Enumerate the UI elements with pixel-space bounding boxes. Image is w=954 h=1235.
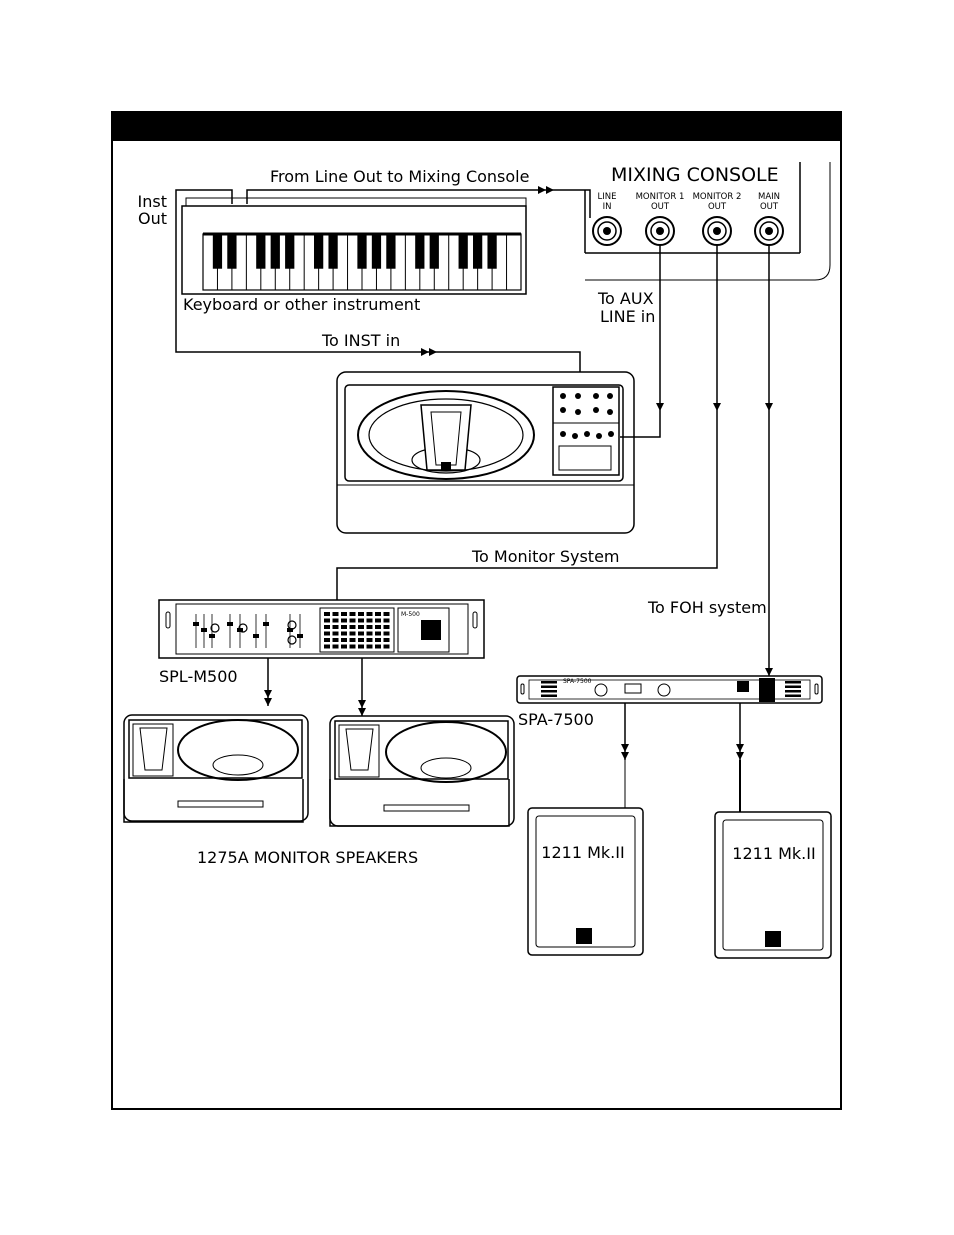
console-jack-monitor1-out: MONITOR 1 OUT <box>636 192 685 246</box>
to-inst-in-label: To INST in <box>321 331 400 350</box>
to-monitor-system-label: To Monitor System <box>471 547 620 566</box>
spl-m500-rack-unit: M-500 SPL-M500 <box>158 599 485 716</box>
monitor-wedge-right <box>329 715 515 827</box>
svg-text:MAIN: MAIN <box>758 192 780 202</box>
mixing-console-title: MIXING CONSOLE <box>611 164 779 186</box>
monitor-speakers-label: 1275A MONITOR SPEAKERS <box>197 848 418 867</box>
combo-amplifier <box>336 371 635 534</box>
cable-monitor1-to-aux: To AUX LINE in <box>597 245 664 438</box>
spl-m500-label: SPL-M500 <box>159 667 238 686</box>
svg-text:OUT: OUT <box>708 202 727 212</box>
svg-text:MONITOR 2: MONITOR 2 <box>693 192 742 202</box>
svg-text:MONITOR 1: MONITOR 1 <box>636 192 685 202</box>
svg-text:OUT: OUT <box>651 202 670 212</box>
to-foh-label: To FOH system <box>647 598 767 617</box>
foh-speaker-right: 1211 Mk.II <box>714 811 832 959</box>
cable-main-out-to-foh: To FOH system <box>647 245 773 676</box>
to-aux-label-line1: To AUX <box>597 289 654 308</box>
spa-7500-badge: SPA-7500 <box>563 678 592 685</box>
console-jack-main-out: MAIN OUT <box>754 192 784 246</box>
console-jack-monitor2-out: MONITOR 2 OUT <box>693 192 742 246</box>
line-out-label: From Line Out to Mixing Console <box>270 167 529 186</box>
keyboard-label: Keyboard or other instrument <box>183 295 420 314</box>
speaker-right-label: 1211 Mk.II <box>732 844 815 863</box>
svg-text:LINE: LINE <box>598 192 617 202</box>
keyboard-instrument: Keyboard or other instrument <box>181 197 527 314</box>
header-bar <box>112 112 841 141</box>
spa-7500-label: SPA-7500 <box>518 710 594 729</box>
foh-speaker-left: 1211 Mk.II <box>527 807 644 956</box>
monitor-wedge-left <box>123 714 309 823</box>
m500-badge: M-500 <box>401 611 420 618</box>
svg-text:IN: IN <box>603 202 612 212</box>
inst-out-label-line1: Inst <box>138 192 167 211</box>
cable-line-out-to-console: From Line Out to Mixing Console <box>246 167 591 218</box>
inst-out-label-line2: Out <box>138 209 167 228</box>
keyboard-keys <box>202 232 522 291</box>
console-jack-line-in: LINE IN <box>592 192 622 246</box>
mixing-console: MIXING CONSOLE LINE IN MONITOR 1 OUT MON… <box>584 162 831 281</box>
svg-text:OUT: OUT <box>760 202 779 212</box>
spa-7500-rack-unit: SPA-7500 SPA-7500 <box>516 675 823 812</box>
speaker-left-label: 1211 Mk.II <box>541 843 624 862</box>
page-frame <box>111 111 842 1110</box>
combo-control-panel <box>552 386 620 476</box>
cable-monitor2-to-monitor-system: To Monitor System <box>336 245 721 600</box>
to-aux-label-line2: LINE in <box>600 307 655 326</box>
cable-inst-out-to-inst-in: To INST in <box>175 189 581 400</box>
